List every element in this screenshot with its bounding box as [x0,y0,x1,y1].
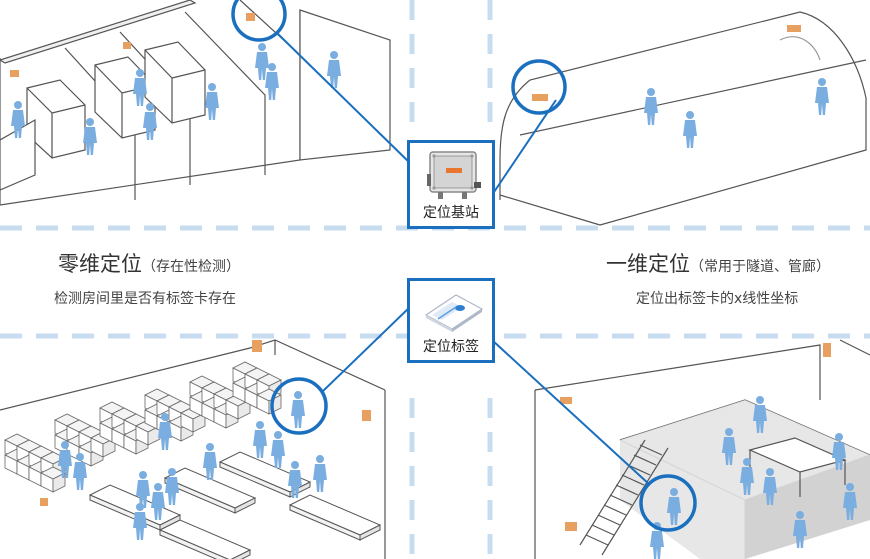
one-dim-title-text: 一维定位 [606,252,690,276]
zero-dim-subtitle: （存在性检测） [142,259,240,275]
connectors [277,33,651,486]
one-dim-subtitle: （常用于隧道、管廊） [690,259,830,275]
staircase [579,439,669,556]
warehouse-scene [0,339,386,559]
one-dim-description: 定位出标签卡的x线性坐标 [636,291,799,307]
zero-dim-description: 检测房间里是否有标签卡存在 [54,291,236,307]
base-station-icon [427,151,481,199]
tunnel-scene [499,11,867,226]
zero-dim-title-text: 零维定位 [58,252,142,276]
one-dim-title: 一维定位（常用于隧道、管廊） [606,248,830,278]
base-station-box: 定位基站 [407,140,495,229]
mezzanine-table [748,437,847,497]
zero-dim-title: 零维定位（存在性检测） [58,248,240,278]
base-station-label: 定位基站 [423,205,479,221]
rooms-scene [0,0,391,206]
tag-card-icon [424,294,484,332]
highlight-circles [231,0,697,532]
work-tables [89,451,381,559]
tag-card-box: 定位标签 [407,278,495,363]
tag-card-label: 定位标签 [423,339,479,355]
